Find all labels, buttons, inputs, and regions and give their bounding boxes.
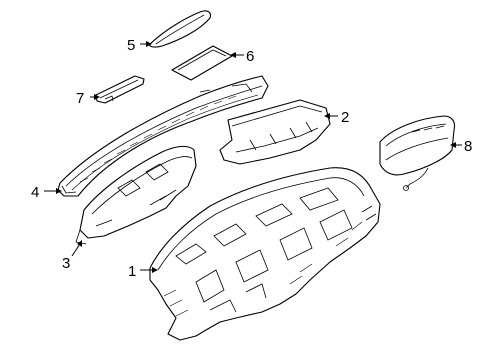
callout-7: 7 — [76, 90, 84, 107]
part-4-upper-trim-strip — [57, 75, 269, 197]
part-3-cluster-trim — [75, 145, 197, 245]
callout-4: 4 — [31, 184, 39, 201]
part-5-top-pad — [149, 10, 211, 48]
callout-6: 6 — [246, 48, 254, 65]
part-7-bracket — [95, 75, 145, 104]
callout-3: 3 — [62, 255, 70, 272]
part-8-airbag-module — [379, 115, 456, 191]
leader-lines — [44, 41, 462, 273]
part-2-lower-panel — [219, 99, 331, 165]
callout-5: 5 — [127, 37, 135, 54]
callout-1: 1 — [128, 263, 136, 280]
part-1-panel-structure — [149, 167, 381, 341]
callout-8: 8 — [464, 138, 472, 155]
callout-2: 2 — [341, 109, 349, 126]
part-6-flat-pad — [171, 45, 233, 81]
